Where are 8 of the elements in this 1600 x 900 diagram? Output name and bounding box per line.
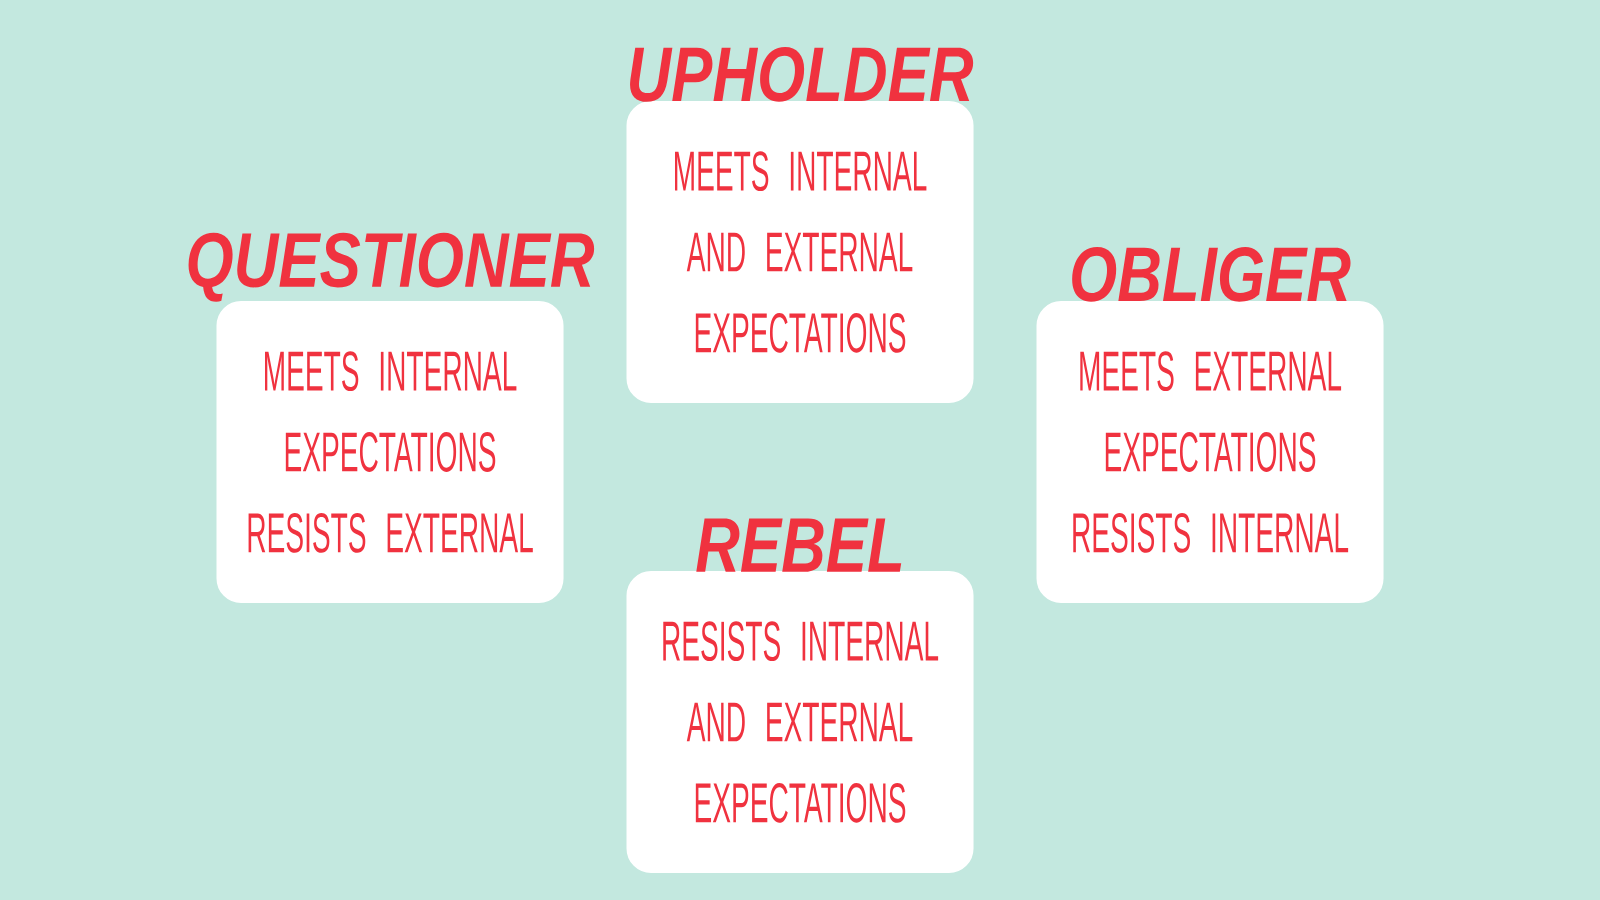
heading: OBLIGER xyxy=(1072,247,1351,302)
card: MEETS INTERNAL EXPECTATIONS RESISTS EXTERNAL xyxy=(216,301,564,604)
heading: QUESTIONER xyxy=(188,232,595,302)
card: MEETS EXTERNAL EXPECTATIONS RESISTS INTERNAL xyxy=(1036,301,1384,604)
heading: REBEL xyxy=(696,518,902,572)
card: MEETS INTERNAL AND EXTERNAL EXPECTATIONS xyxy=(626,101,974,403)
heading: UPHOLDER xyxy=(630,47,974,102)
card: RESISTS INTERNAL AND EXTERNAL EXPECTATIONS xyxy=(626,571,974,874)
